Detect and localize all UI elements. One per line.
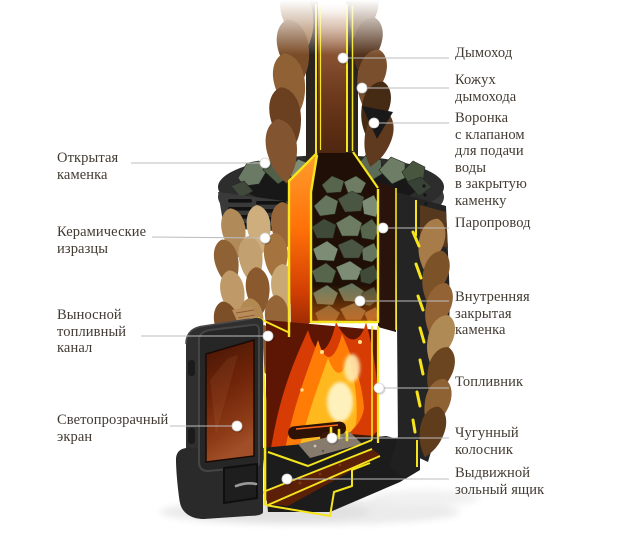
label-inner-heater: Внутренняя закрытая каменка (455, 289, 530, 338)
leader-ceramic-tiles (151, 236, 266, 239)
cutaway-interior (232, 153, 420, 512)
firebox-front (176, 318, 263, 519)
label-open-heater: Открытая каменка (57, 150, 119, 183)
stone-fire-glow (311, 285, 378, 323)
marker-inner-heater (354, 295, 366, 307)
tile-cut-highlights (411, 230, 426, 434)
marker-water-funnel (368, 117, 380, 129)
label-ash-box: Выдвижной зольный ящик (455, 465, 545, 498)
label-water-funnel: Воронка с клапаном для подачи воды в зак… (455, 110, 527, 209)
marker-ceramic-tiles (259, 232, 271, 244)
drum-left-side (210, 192, 296, 380)
steam-pipe-duct (378, 182, 396, 332)
marker-fuel-channel (262, 330, 274, 342)
marker-dots (231, 52, 390, 486)
label-grate: Чугунный колосник (455, 425, 519, 458)
label-firebox: Топливник (455, 374, 524, 390)
marker-chimney (337, 52, 349, 64)
marker-steam-pipe (377, 222, 389, 234)
label-fuel-channel: Выносной топливный канал (57, 307, 127, 356)
label-ceramic-tiles: Керамические изразцы (57, 224, 147, 257)
glass-reflection (210, 355, 238, 434)
ash-box-plate (263, 449, 380, 506)
marker-grate (326, 432, 338, 444)
cut-outlines (257, 151, 418, 517)
top-fade (245, 0, 415, 55)
door-hinge (188, 428, 195, 444)
ash-drawer-handle (234, 482, 258, 488)
marker-chimney-casing (356, 82, 368, 94)
marker-firebox (373, 382, 385, 394)
label-chimney: Дымоход (455, 45, 513, 61)
label-chimney-casing: Кожух дымохода (455, 72, 517, 105)
leader-lines (131, 57, 449, 480)
drum-right-side (396, 184, 461, 462)
door-hinge (188, 360, 195, 376)
label-steam-pipe: Паропровод (455, 215, 531, 231)
marker-open-heater (259, 157, 271, 169)
right-skirt (390, 436, 420, 478)
marker-ash-box (281, 473, 293, 485)
label-glass-screen: Светопрозрачный экран (57, 412, 169, 445)
chimney-assembly (245, 0, 415, 186)
marker-glass-screen (231, 420, 243, 432)
